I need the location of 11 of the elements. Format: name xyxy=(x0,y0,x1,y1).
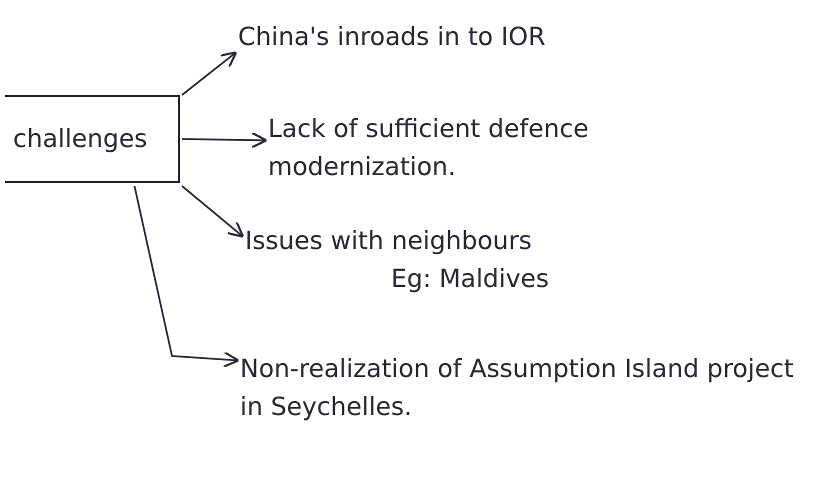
arrow xyxy=(181,51,238,96)
note-text: China's inroads in to IOR xyxy=(238,21,546,53)
note-text: challenges xyxy=(13,123,148,156)
arrow xyxy=(134,186,240,368)
note-text: Non-realization of Assumption Island project in Seychelles. xyxy=(240,353,795,422)
note-text: Issues with neighbours xyxy=(245,225,533,257)
example-text: Eg: Maldives xyxy=(390,262,550,294)
arrow xyxy=(181,185,244,238)
topic-box xyxy=(5,95,180,183)
note-text: Lack of sufficient defence modernization. xyxy=(268,113,590,182)
arrow xyxy=(182,132,268,148)
